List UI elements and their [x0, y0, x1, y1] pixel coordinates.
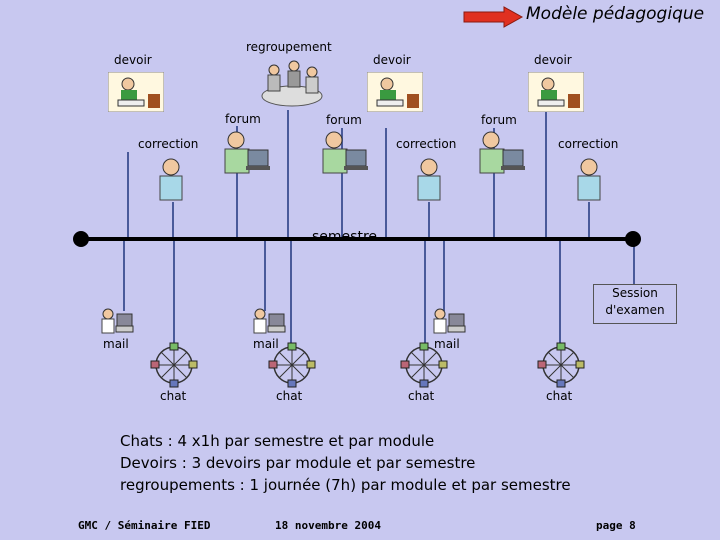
note-regroupements: regroupements : 1 journée (7h) par modul… [120, 476, 571, 494]
devoir-label: devoir [114, 53, 152, 67]
connector-line [341, 128, 343, 237]
connector-line [385, 128, 387, 237]
correction-label: correction [396, 137, 457, 151]
note-devoirs: Devoirs : 3 devoirs par module et par se… [120, 454, 476, 472]
correction-label: correction [558, 137, 619, 151]
computer-user-icon [433, 308, 466, 334]
regroupement-label: regroupement [246, 40, 332, 54]
computer-user-icon [253, 308, 286, 334]
teacher-icon [577, 158, 601, 201]
teacher-computer-icon [479, 131, 525, 174]
footer-left: GMC / Séminaire FIED [78, 519, 211, 532]
student-reading-icon [367, 72, 423, 112]
chat-label: chat [546, 389, 573, 403]
computer-user-icon [101, 308, 134, 334]
connector-line [443, 241, 445, 311]
timeline-end-dot [625, 231, 641, 247]
teacher-computer-icon [322, 131, 368, 174]
semester-timeline [80, 237, 634, 241]
connector-line [493, 128, 495, 237]
connector-line [545, 110, 547, 237]
mail-label: mail [103, 337, 129, 351]
exam-session-box: Session d'examen [593, 284, 677, 324]
chat-label: chat [276, 389, 303, 403]
connector-line [173, 241, 175, 344]
chat-label: chat [408, 389, 435, 403]
chat-network-icon [150, 342, 198, 388]
arrow-icon[interactable] [462, 6, 524, 28]
mail-label: mail [434, 337, 460, 351]
forum-label: forum [481, 113, 517, 127]
connector-line [428, 202, 430, 237]
connector-line [290, 241, 292, 344]
group-meeting-icon [261, 60, 323, 107]
connector-line [264, 241, 266, 311]
mail-label: mail [253, 337, 279, 351]
teacher-icon [417, 158, 441, 201]
student-reading-icon [108, 72, 164, 112]
connector-line [236, 126, 238, 237]
chat-network-icon [537, 342, 585, 388]
forum-label: forum [326, 113, 362, 127]
connector-line [123, 241, 125, 311]
notes-block: Chats : 4 x1h par semestre et par module… [120, 430, 571, 496]
connector-line [633, 241, 635, 284]
chat-network-icon [268, 342, 316, 388]
devoir-label: devoir [373, 53, 411, 67]
timeline-start-dot [73, 231, 89, 247]
footer-page: page 8 [596, 519, 636, 532]
teacher-computer-icon [224, 131, 270, 174]
connector-line [127, 152, 129, 237]
forum-label: forum [225, 112, 261, 126]
exam-session-line1: Session [612, 286, 658, 300]
teacher-icon [159, 158, 183, 201]
chat-network-icon [400, 342, 448, 388]
correction-label: correction [138, 137, 199, 151]
student-reading-icon [528, 72, 584, 112]
semester-label: semestre [312, 229, 378, 245]
connector-line [424, 241, 426, 344]
connector-line [287, 110, 289, 237]
devoir-label: devoir [534, 53, 572, 67]
connector-line [588, 202, 590, 237]
note-chats: Chats : 4 x1h par semestre et par module [120, 432, 435, 450]
exam-session-line2: d'examen [605, 303, 665, 317]
chat-label: chat [160, 389, 187, 403]
page-title: Modèle pédagogique [526, 4, 705, 24]
footer-date: 18 novembre 2004 [275, 519, 381, 532]
connector-line [172, 202, 174, 237]
connector-line [559, 241, 561, 344]
